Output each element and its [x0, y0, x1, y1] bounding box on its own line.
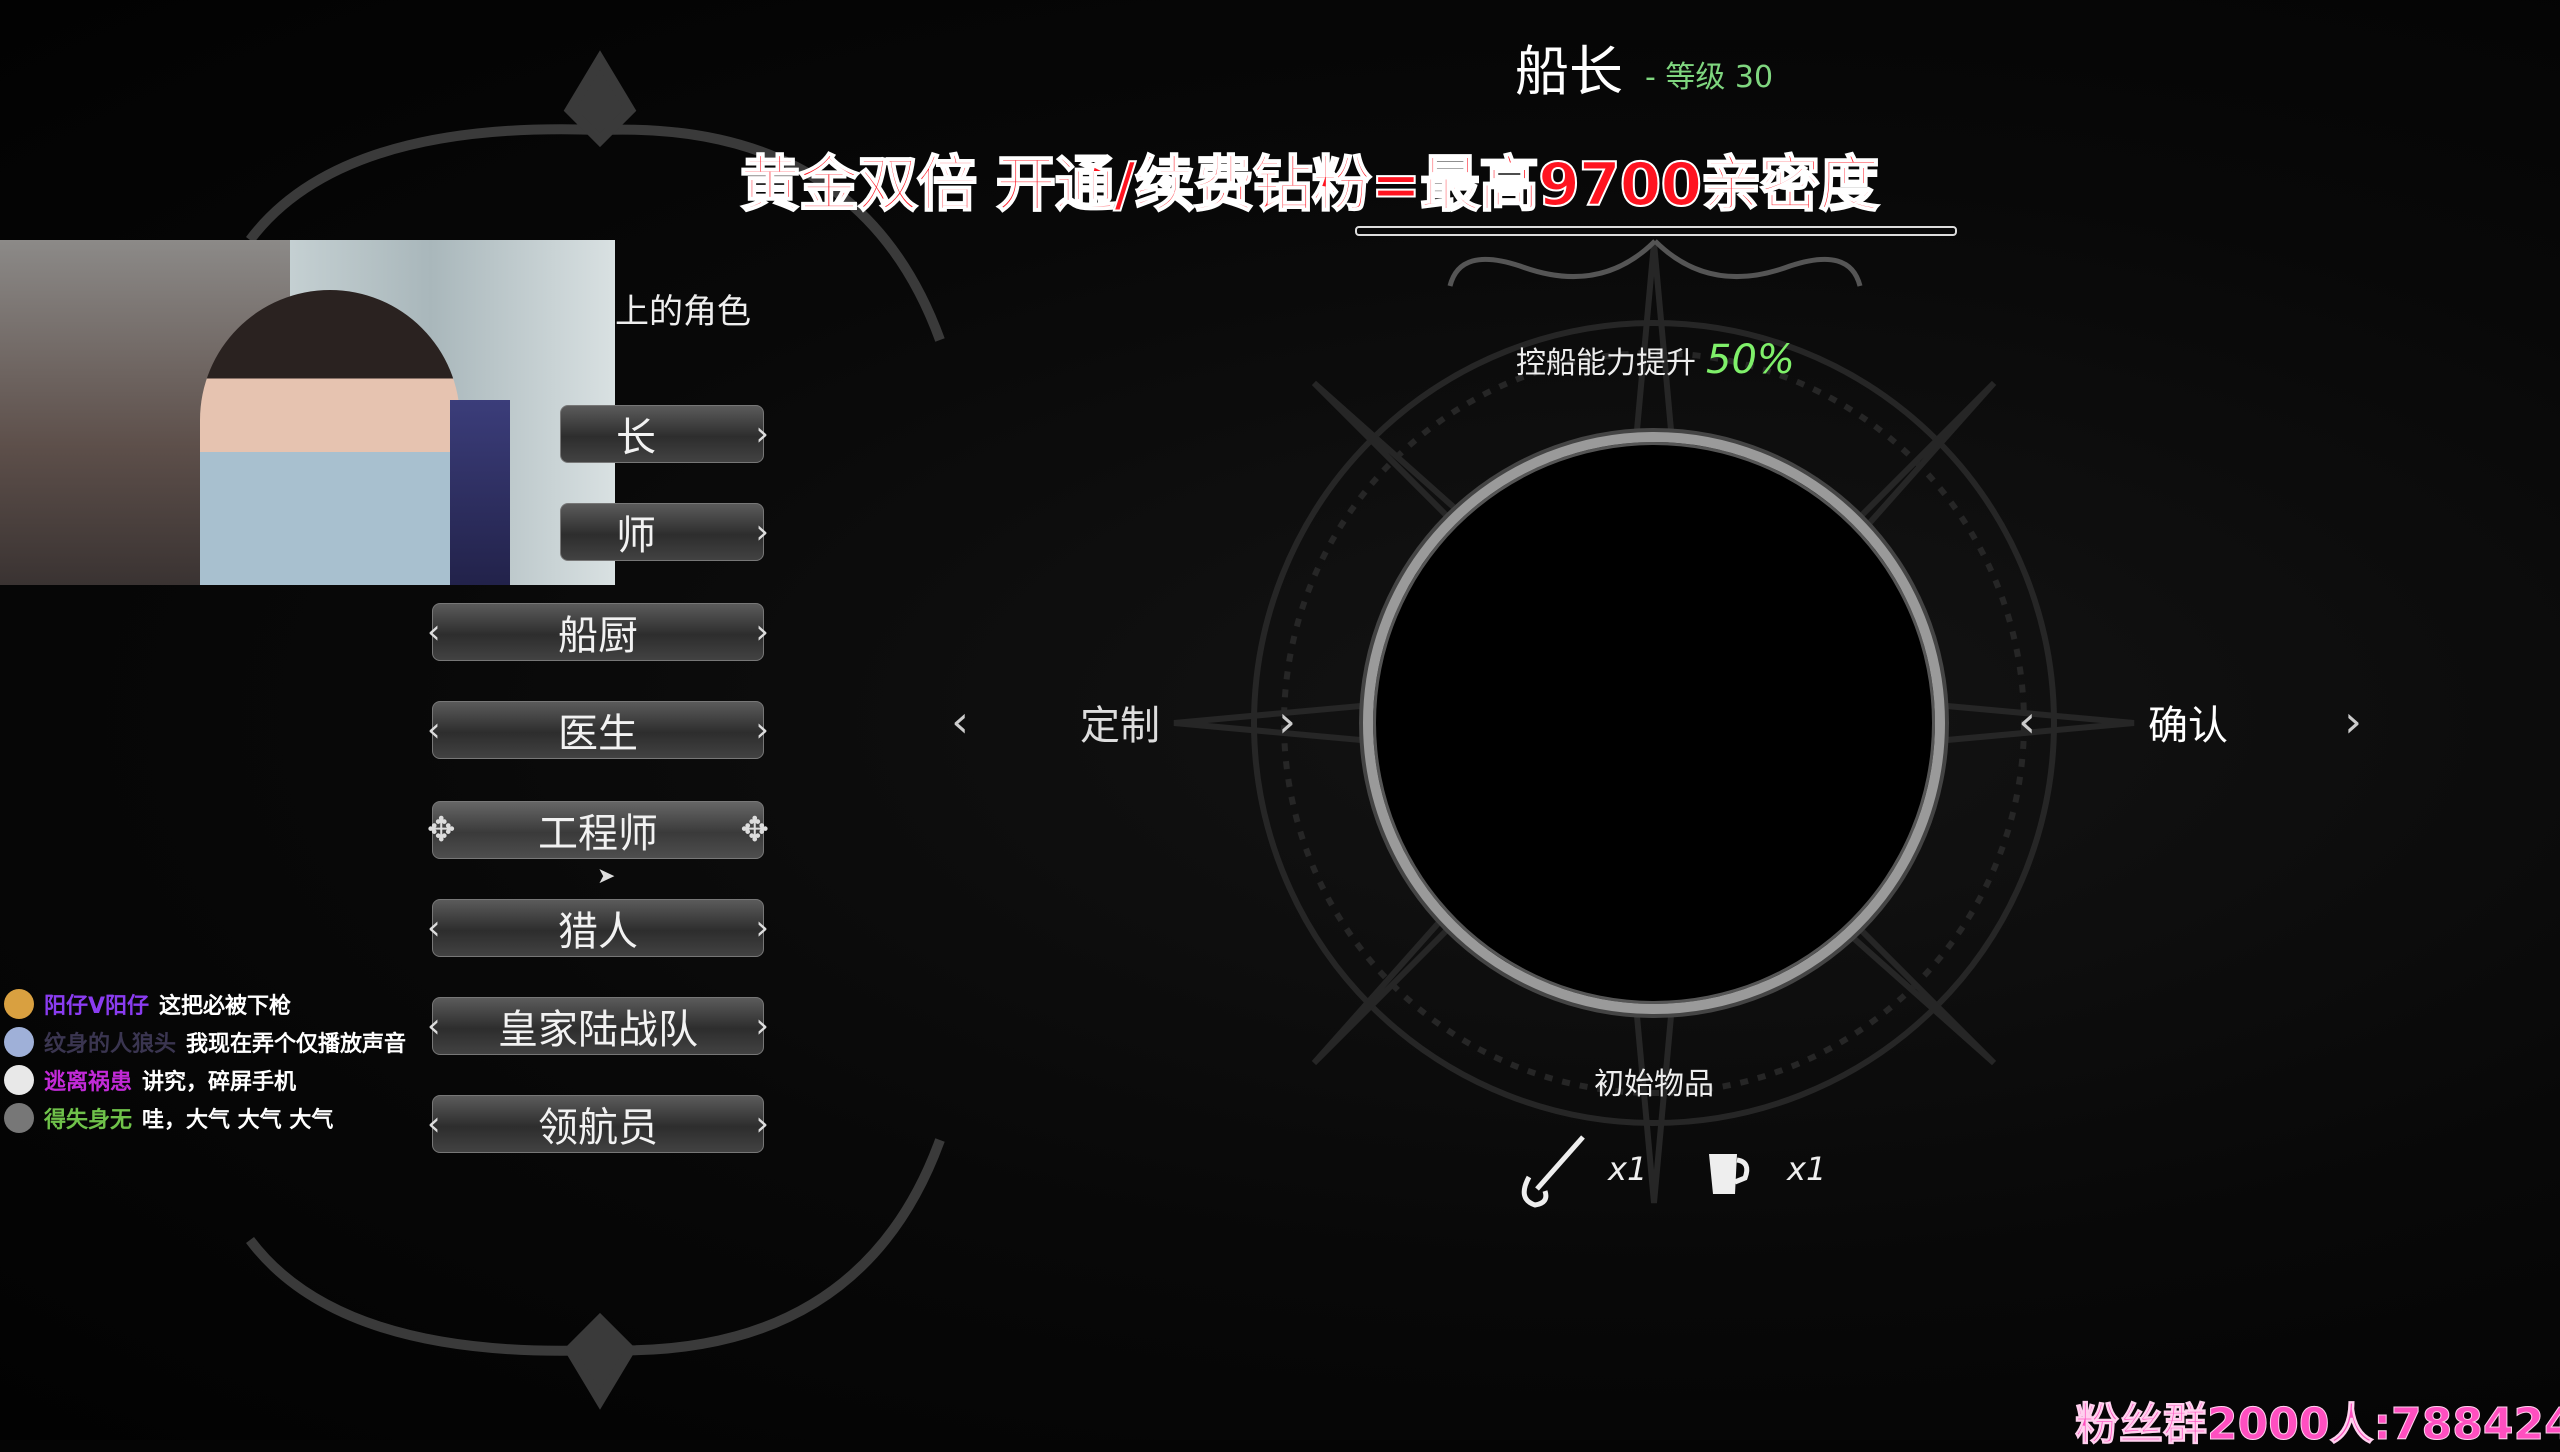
sword-icon — [1521, 1135, 1585, 1208]
microphone-arm — [450, 400, 510, 585]
chevron-right-icon: › — [755, 612, 769, 652]
customize-prev-arrow[interactable]: ‹ — [951, 696, 969, 748]
item-quantity: x1 — [1608, 1150, 1648, 1188]
role-button-master[interactable]: 师› — [560, 503, 769, 561]
role-button-hunter[interactable]: ‹猎人› — [427, 899, 769, 957]
customize-button[interactable]: 定制 — [1080, 703, 1160, 749]
avatar — [4, 1103, 34, 1133]
chat-message: 阳仔V阳仔这把必被下枪 — [4, 987, 291, 1021]
starting-items-label: 初始物品 — [1594, 1067, 1714, 1102]
role-panel-subtitle: 上的角色 — [615, 292, 751, 332]
role-button-royal-marines[interactable]: ‹皇家陆战队› — [427, 997, 769, 1055]
confirm-next-arrow[interactable]: › — [2344, 696, 2362, 748]
confirm-prev-arrow[interactable]: ‹ — [2018, 696, 2036, 748]
role-button-doctor[interactable]: ‹医生› — [427, 701, 769, 759]
chevron-left-icon: ‹ — [427, 1104, 441, 1144]
chevron-left-icon: ‹ — [427, 908, 441, 948]
title-ornament — [1447, 239, 1863, 287]
chevron-right-icon: › — [755, 1006, 769, 1046]
role-button-cook[interactable]: ‹船厨› — [427, 603, 769, 661]
role-button-captain[interactable]: 长› — [560, 405, 769, 463]
streamer — [200, 290, 460, 585]
chat-message: 得失身无哇，大气 大气 大气 — [4, 1101, 333, 1135]
fleur-left-icon: ✥ — [427, 810, 456, 850]
role-button-engineer[interactable]: ✥工程师✥ — [427, 801, 769, 859]
promo-banner: 黄金双倍 开通/续费钻粉=最高9700亲密度 — [739, 149, 1880, 221]
item-quantity: x1 — [1787, 1150, 1827, 1188]
chevron-right-icon: › — [755, 414, 769, 454]
mouse-cursor-icon: ➤ — [597, 864, 616, 889]
confirm-button[interactable]: 确认 — [2148, 703, 2228, 749]
avatar — [4, 1027, 34, 1057]
chevron-right-icon: › — [755, 710, 769, 750]
customize-next-arrow[interactable]: › — [1278, 696, 1296, 748]
avatar — [4, 1065, 34, 1095]
title-divider — [1355, 226, 1957, 236]
ornate-frame — [246, 50, 945, 1410]
role-title: 船长 — [1515, 40, 1623, 103]
chevron-right-icon: › — [755, 908, 769, 948]
streamer-webcam — [0, 240, 615, 585]
mug-icon — [1709, 1154, 1750, 1194]
chat-message: 逃离祸患讲究，碎屏手机 — [4, 1063, 296, 1097]
chevron-left-icon: ‹ — [427, 1006, 441, 1046]
fleur-right-icon: ✥ — [740, 810, 770, 850]
role-button-navigator[interactable]: ‹领航员› — [427, 1095, 769, 1153]
chevron-left-icon: ‹ — [427, 612, 441, 652]
avatar — [4, 989, 34, 1019]
character-portrait-frame — [1363, 432, 1945, 1014]
fan-group-overlay: 粉丝群2000人:788424410 — [2075, 1399, 2560, 1451]
chat-message: 纹身的人狼头我现在弄个仅播放声音 — [4, 1025, 406, 1059]
chevron-right-icon: › — [755, 1104, 769, 1144]
role-level: - 等级 30 — [1645, 60, 1774, 95]
chevron-right-icon: › — [755, 512, 769, 552]
chevron-left-icon: ‹ — [427, 710, 441, 750]
